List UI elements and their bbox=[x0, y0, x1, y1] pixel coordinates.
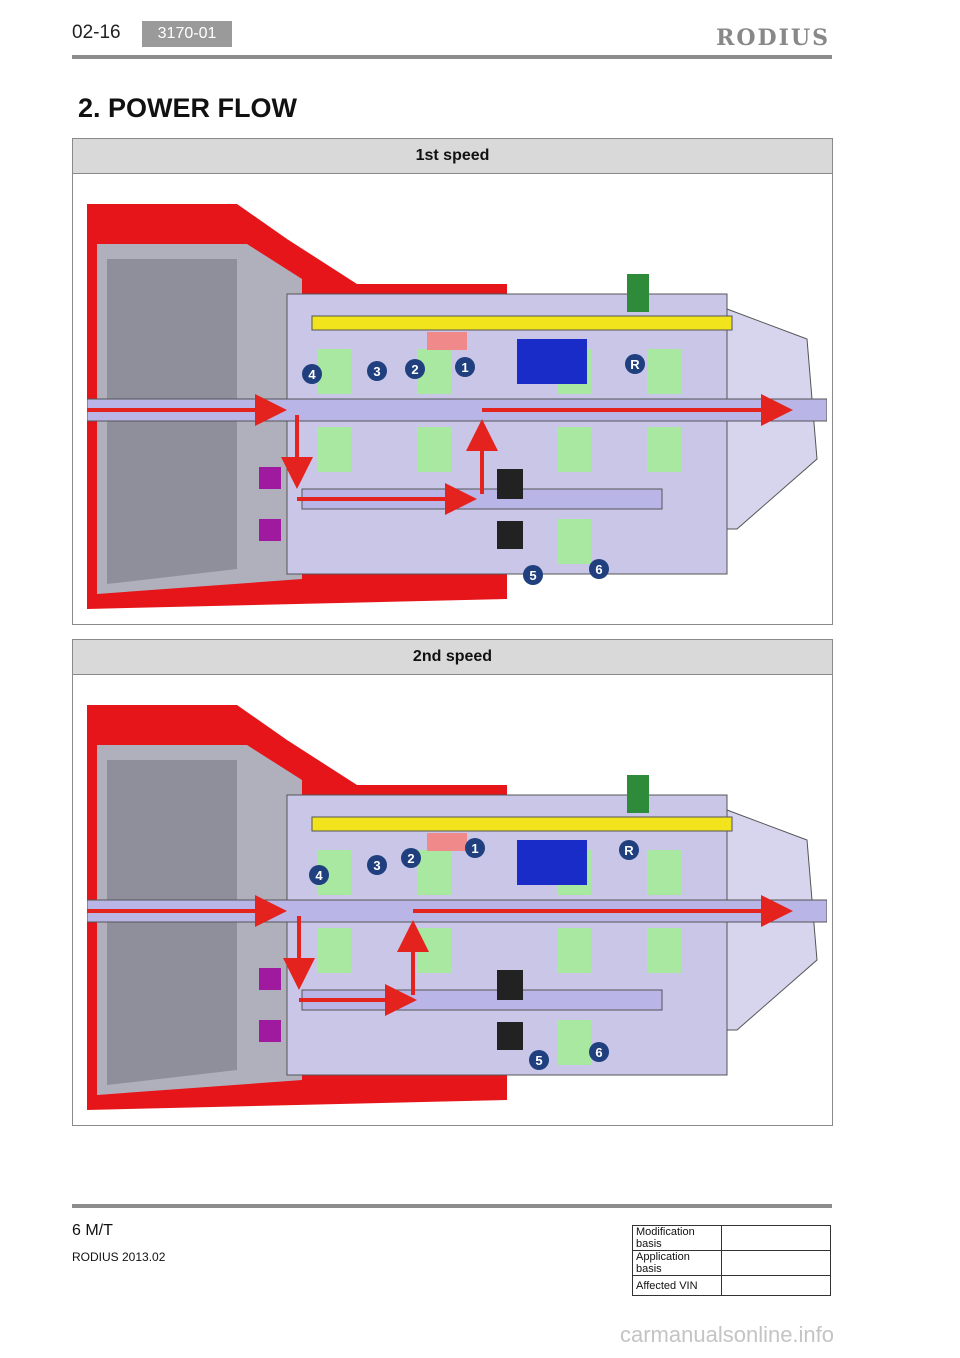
svg-text:4: 4 bbox=[308, 367, 316, 382]
table-value bbox=[721, 1225, 831, 1251]
panel-title: 1st speed bbox=[73, 139, 832, 174]
section-title: 2. POWER FLOW bbox=[78, 93, 297, 123]
modification-table: Modification basis Application basis Aff… bbox=[632, 1225, 831, 1296]
header-rule bbox=[72, 55, 832, 59]
svg-text:5: 5 bbox=[529, 568, 536, 583]
gear-set bbox=[259, 775, 681, 1065]
gear-badge-5: 5 bbox=[529, 1050, 549, 1070]
svg-text:3: 3 bbox=[373, 858, 380, 873]
transmission-diagram-2nd: 4 3 2 1 R 5 6 bbox=[87, 705, 827, 1110]
svg-text:R: R bbox=[624, 843, 634, 858]
gear-set bbox=[259, 274, 681, 564]
brand-logo: RODIUS bbox=[716, 25, 830, 51]
gear-badge-6: 6 bbox=[589, 1042, 609, 1062]
gear-badge-5: 5 bbox=[523, 565, 543, 585]
watermark: carmanualsonline.info bbox=[620, 1322, 835, 1347]
footer-subtitle: RODIUS 2013.02 bbox=[72, 1250, 166, 1264]
yellow-shaft bbox=[311, 816, 733, 832]
table-label: Modification basis bbox=[632, 1225, 722, 1251]
gear-badge-1: 1 bbox=[455, 357, 475, 377]
gear-badge-r: R bbox=[625, 354, 645, 374]
table-label: Application basis bbox=[632, 1250, 722, 1276]
table-row: Affected VIN bbox=[632, 1275, 831, 1296]
gear-badge-2: 2 bbox=[401, 848, 421, 868]
panel-title: 2nd speed bbox=[73, 640, 832, 675]
gear-badge-2: 2 bbox=[405, 359, 425, 379]
section-code-tab: 3170-01 bbox=[142, 21, 232, 47]
table-value bbox=[721, 1275, 831, 1296]
svg-text:2: 2 bbox=[407, 851, 414, 866]
panel-2nd-speed: 2nd speed bbox=[72, 639, 833, 1126]
gear-badge-4: 4 bbox=[309, 865, 329, 885]
gear-badge-3: 3 bbox=[367, 361, 387, 381]
gear-badge-r: R bbox=[619, 840, 639, 860]
svg-text:5: 5 bbox=[535, 1053, 542, 1068]
svg-text:6: 6 bbox=[595, 1045, 602, 1060]
table-label: Affected VIN bbox=[632, 1275, 722, 1296]
gear-badge-4: 4 bbox=[302, 364, 322, 384]
svg-text:2: 2 bbox=[411, 362, 418, 377]
table-row: Modification basis bbox=[632, 1225, 831, 1251]
transmission-diagram-1st: 4 3 2 1 R 5 6 bbox=[87, 204, 827, 609]
page-number: 02-16 bbox=[72, 22, 121, 43]
gear-badge-6: 6 bbox=[589, 559, 609, 579]
yellow-shaft bbox=[311, 315, 733, 331]
svg-text:1: 1 bbox=[471, 841, 478, 856]
svg-text:3: 3 bbox=[373, 364, 380, 379]
svg-text:6: 6 bbox=[595, 562, 602, 577]
gear-badge-3: 3 bbox=[367, 855, 387, 875]
footer-title: 6 M/T bbox=[72, 1222, 113, 1239]
svg-text:4: 4 bbox=[315, 868, 323, 883]
svg-text:R: R bbox=[630, 357, 640, 372]
table-value bbox=[721, 1250, 831, 1276]
power-flow-arrows bbox=[87, 895, 793, 1016]
table-row: Application basis bbox=[632, 1250, 831, 1276]
power-flow-arrows bbox=[87, 394, 793, 515]
panel-1st-speed: 1st speed bbox=[72, 138, 833, 625]
svg-text:1: 1 bbox=[461, 360, 468, 375]
gear-badge-1: 1 bbox=[465, 838, 485, 858]
footer-rule bbox=[72, 1204, 832, 1208]
